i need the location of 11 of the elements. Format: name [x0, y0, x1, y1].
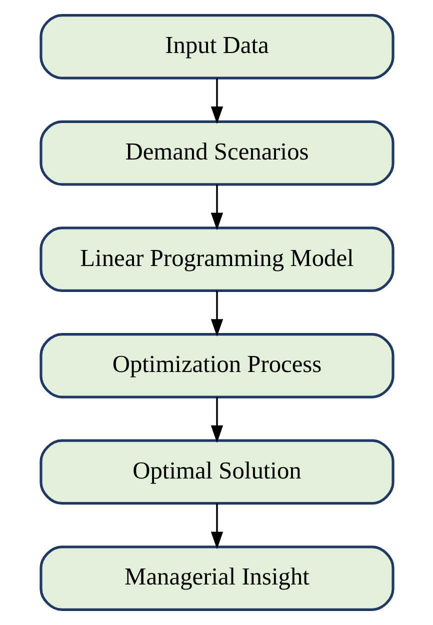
node-box: Optimal Solution [39, 439, 394, 505]
arrow [210, 78, 223, 124]
node-box: Managerial Insight [39, 546, 394, 611]
arrow [210, 397, 223, 443]
arrow [210, 184, 223, 230]
arrow [210, 290, 223, 337]
node-box: Demand Scenarios [39, 120, 394, 186]
node-box: Linear Programming Model [39, 226, 394, 292]
node-box: Input Data [39, 14, 394, 80]
node-box: Optimization Process [39, 332, 394, 398]
arrow [210, 503, 223, 550]
